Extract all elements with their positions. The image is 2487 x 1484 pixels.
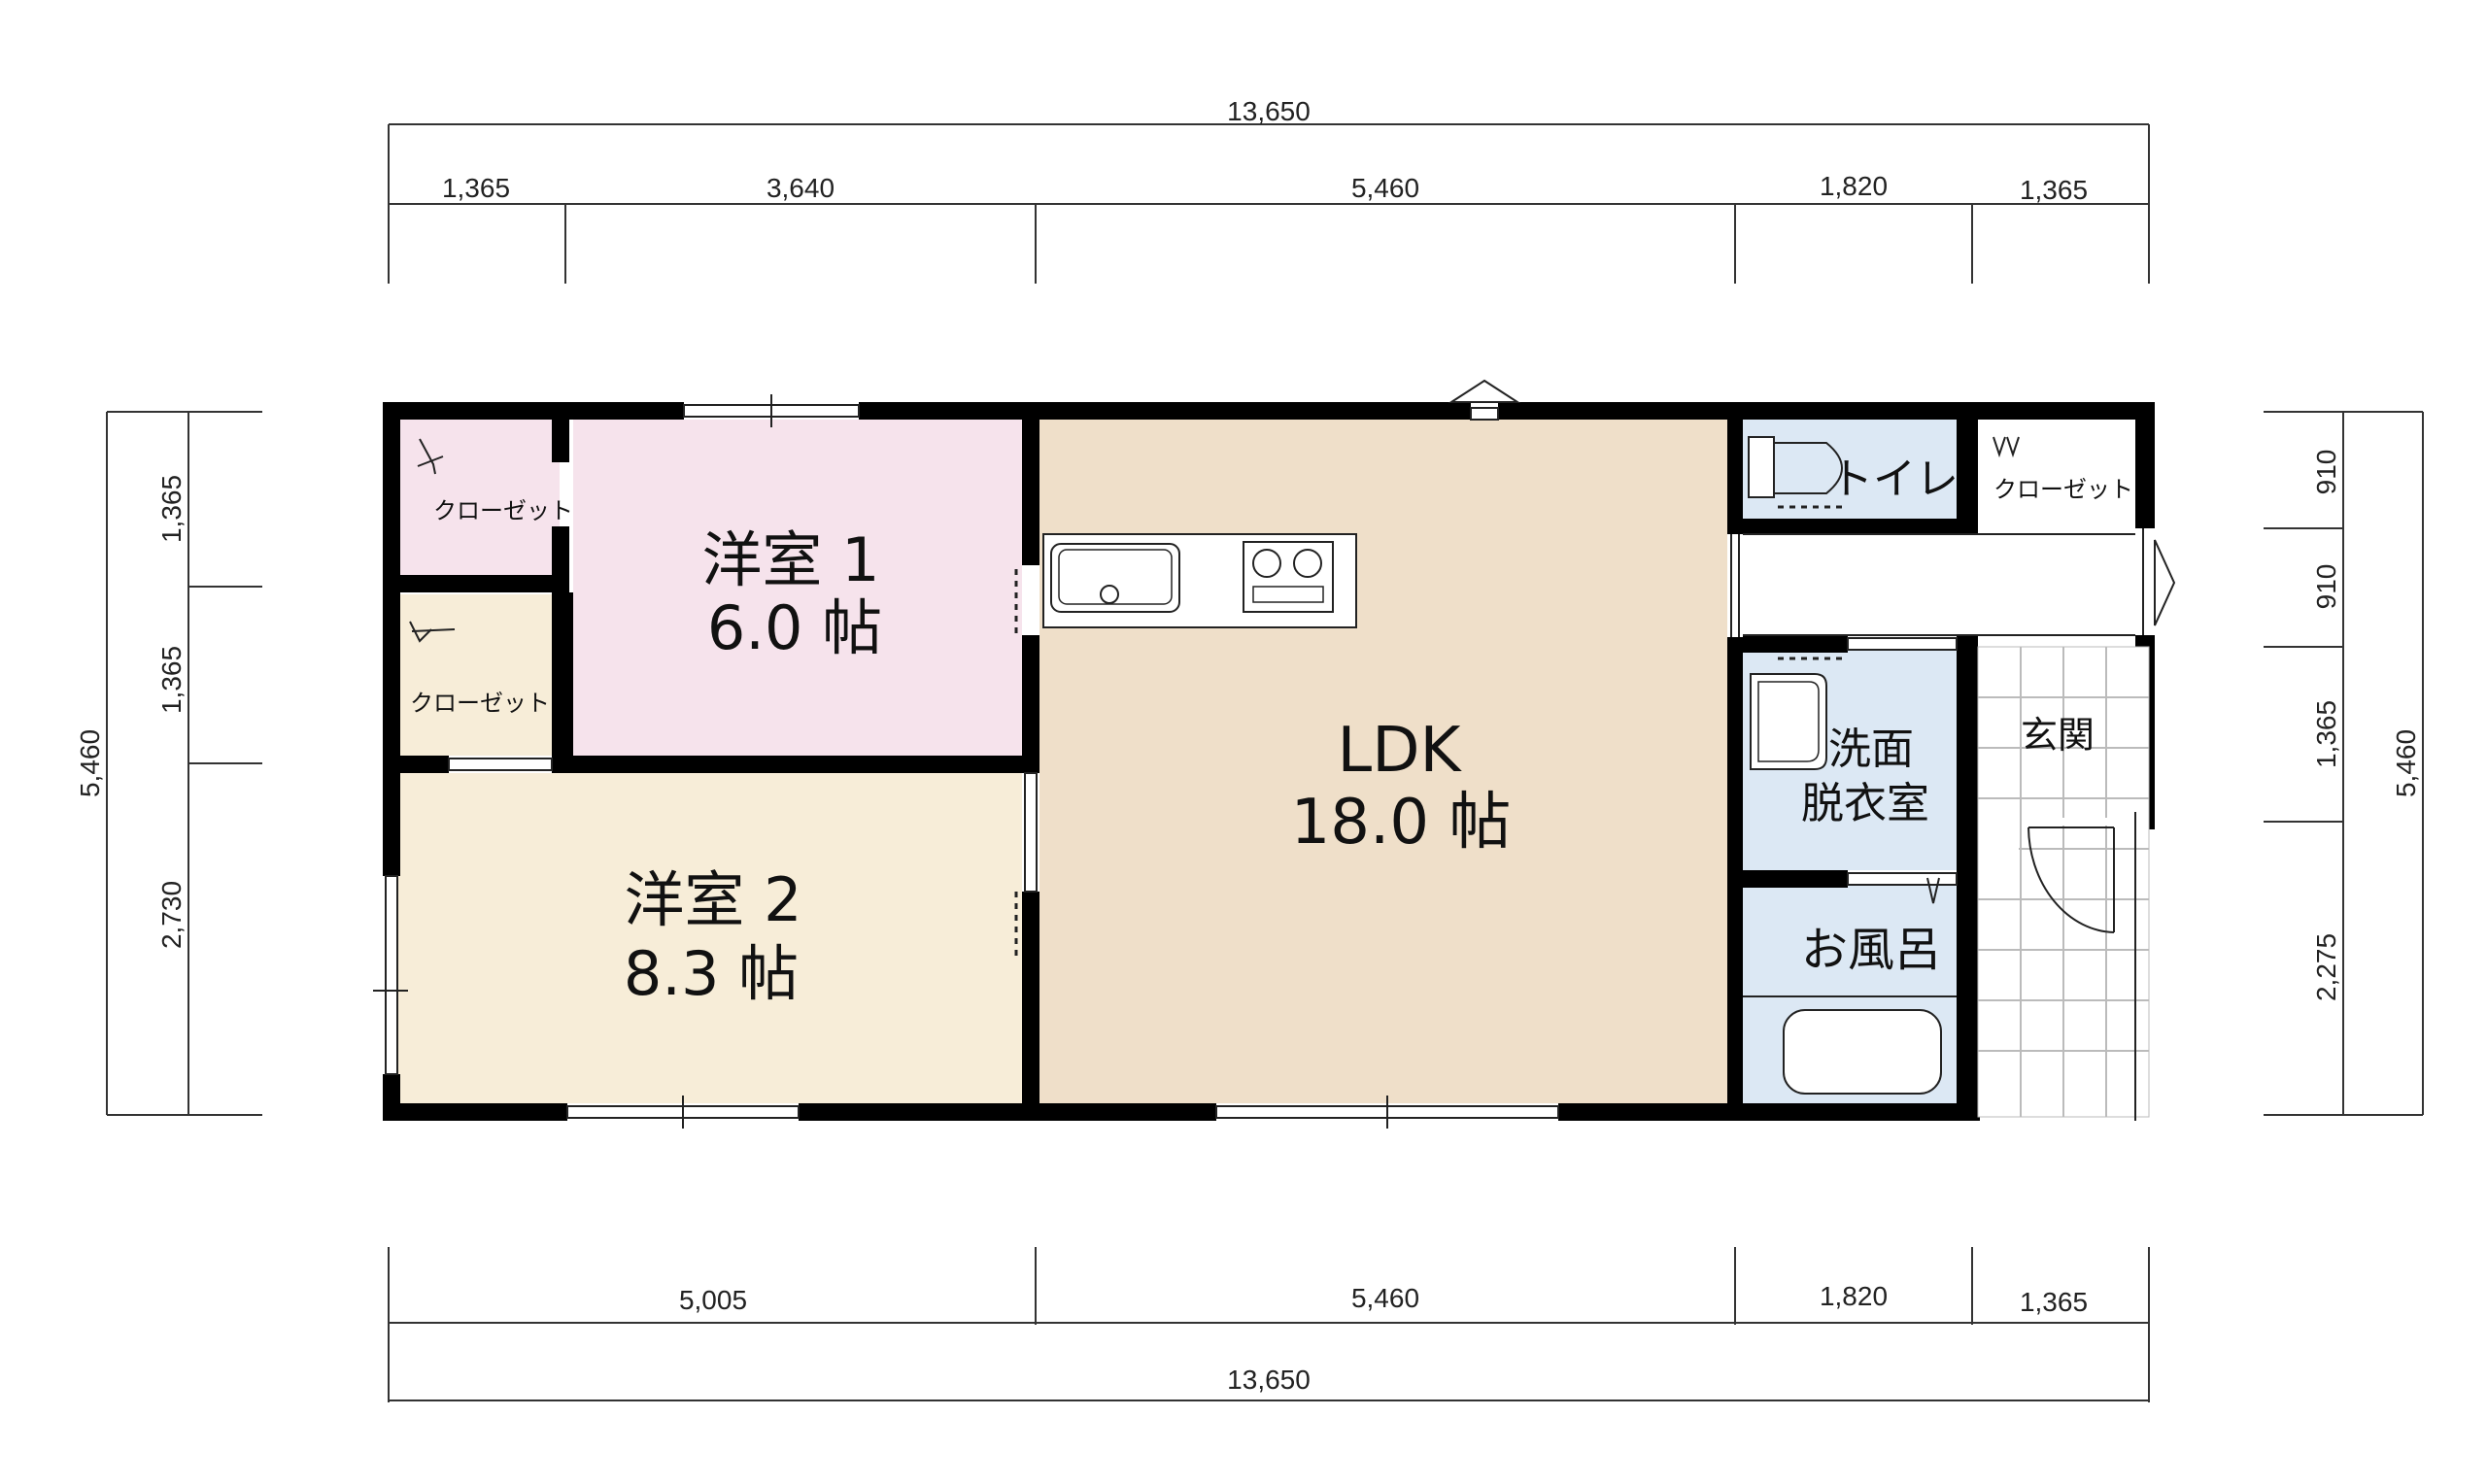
windows bbox=[373, 379, 1958, 1129]
bottom-dim-4: 1,365 bbox=[2020, 1287, 2088, 1317]
closet-mid-fill bbox=[396, 594, 560, 756]
toilet-icon bbox=[1748, 436, 1843, 498]
washbasin-icon bbox=[1750, 673, 1827, 770]
top-dim-5: 1,365 bbox=[2020, 175, 2088, 205]
left-dimensions: 5,460 1,365 1,365 2,730 bbox=[75, 411, 262, 1116]
right-dimensions: 910 910 1,365 2,275 5,460 bbox=[2264, 411, 2424, 1116]
hallway bbox=[1730, 528, 2176, 637]
kitchen-counter bbox=[1042, 533, 1357, 628]
left-dim-3: 2,730 bbox=[156, 881, 187, 949]
bedroom2-fill bbox=[396, 773, 1022, 1103]
top-dim-4: 1,820 bbox=[1820, 171, 1888, 201]
bedroom2-size: 8.3 帖 bbox=[624, 938, 799, 1009]
top-dimensions: 13,650 1,365 3,640 5,460 1,820 1,365 bbox=[388, 96, 2150, 284]
left-total-dim: 5,460 bbox=[75, 729, 105, 797]
entrance-label: 玄関 bbox=[2021, 714, 2095, 757]
right-dim-1: 910 bbox=[2311, 450, 2341, 495]
right-dim-2: 910 bbox=[2311, 564, 2341, 610]
ldk-size: 18.0 帖 bbox=[1291, 787, 1512, 859]
toilet-fill bbox=[1743, 420, 1957, 519]
top-dim-2: 3,640 bbox=[767, 173, 835, 203]
left-dim-1: 1,365 bbox=[156, 475, 187, 543]
top-total-dim: 13,650 bbox=[1227, 96, 1311, 126]
closet-door-marks bbox=[409, 436, 2020, 904]
top-dim-1: 1,365 bbox=[442, 173, 510, 203]
bedroom2-name: 洋室 2 bbox=[624, 864, 801, 935]
bedroom1-size: 6.0 帖 bbox=[707, 592, 882, 663]
right-total-dim: 5,460 bbox=[2391, 729, 2421, 797]
toilet-label: トイレ bbox=[1830, 455, 1959, 504]
bottom-dimensions: 5,005 5,460 1,820 1,365 13,650 bbox=[388, 1247, 2150, 1402]
entrance-tiles bbox=[1977, 646, 2150, 1118]
bedroom1-name: 洋室 1 bbox=[701, 524, 879, 595]
right-dim-3: 1,365 bbox=[2311, 700, 2341, 768]
left-dim-2: 1,365 bbox=[156, 646, 187, 714]
closet-c-label: クローゼット bbox=[1993, 476, 2133, 503]
washroom-label-1: 洗面 bbox=[1828, 725, 1914, 774]
closet-a-label: クローゼット bbox=[433, 497, 573, 524]
bottom-dim-1: 5,005 bbox=[679, 1285, 747, 1315]
bath-label: お風呂 bbox=[1801, 923, 1941, 977]
washroom-label-2: 脱衣室 bbox=[1801, 779, 1929, 828]
bottom-total-dim: 13,650 bbox=[1227, 1365, 1311, 1395]
closet-b-label: クローゼット bbox=[410, 690, 550, 717]
bottom-dim-2: 5,460 bbox=[1351, 1283, 1419, 1313]
ldk-name: LDK bbox=[1338, 715, 1463, 787]
walls bbox=[383, 402, 2155, 1121]
top-dim-3: 5,460 bbox=[1351, 173, 1419, 203]
stove-icon bbox=[1243, 541, 1334, 613]
door-swing-icon bbox=[2023, 812, 2136, 1121]
right-dim-4: 2,275 bbox=[2311, 933, 2341, 1001]
kitchen-sink-icon bbox=[1050, 543, 1180, 613]
bathtub-icon bbox=[1743, 995, 1957, 1095]
bottom-dim-3: 1,820 bbox=[1820, 1281, 1888, 1311]
bedroom1-fill bbox=[573, 420, 1022, 756]
